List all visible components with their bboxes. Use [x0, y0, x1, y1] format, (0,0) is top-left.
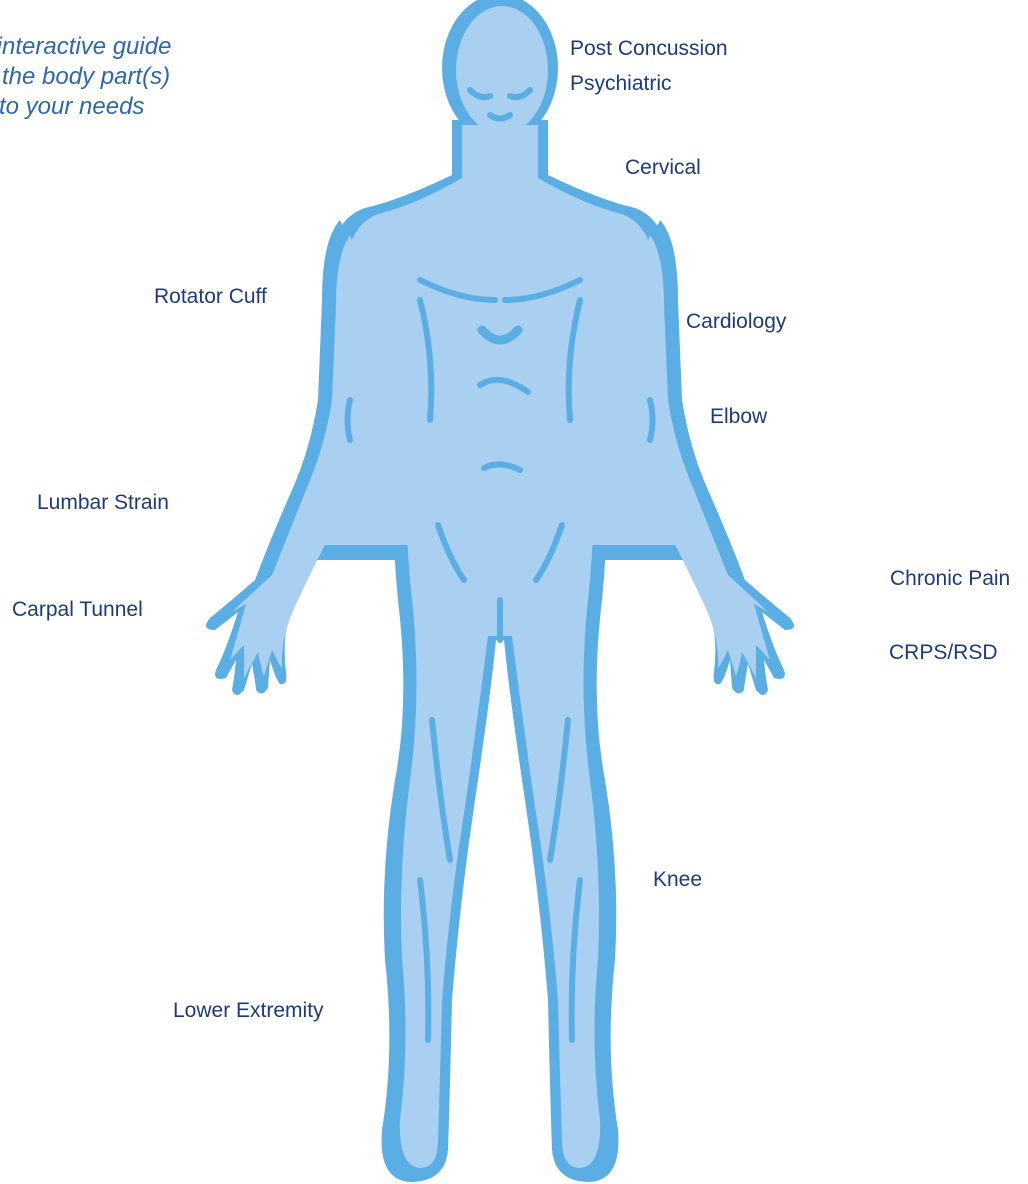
- label-carpal-tunnel[interactable]: Carpal Tunnel: [12, 597, 143, 623]
- label-psychiatric[interactable]: Psychiatric: [570, 71, 672, 97]
- label-crps-rsd[interactable]: CRPS/RSD: [889, 640, 998, 666]
- label-chronic-pain[interactable]: Chronic Pain: [890, 566, 1010, 592]
- label-lumbar-strain[interactable]: Lumbar Strain: [37, 490, 169, 516]
- label-knee[interactable]: Knee: [653, 867, 702, 893]
- label-elbow[interactable]: Elbow: [710, 404, 767, 430]
- label-lower-extremity[interactable]: Lower Extremity: [173, 998, 324, 1024]
- label-post-concussion[interactable]: Post Concussion: [570, 36, 728, 62]
- label-cardiology[interactable]: Cardiology: [686, 309, 786, 335]
- label-rotator-cuff[interactable]: Rotator Cuff: [154, 284, 267, 310]
- label-cervical[interactable]: Cervical: [625, 155, 701, 181]
